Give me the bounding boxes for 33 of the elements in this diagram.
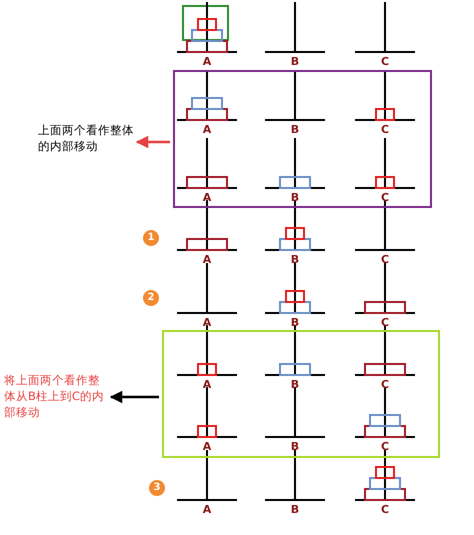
peg-label: B — [290, 124, 300, 136]
peg-label: C — [380, 441, 390, 453]
peg-label: A — [202, 56, 212, 68]
peg-label: B — [290, 441, 300, 453]
arrow — [110, 390, 159, 404]
group-frame — [173, 70, 432, 208]
step-number: 3 — [149, 480, 165, 496]
peg-label: B — [290, 379, 300, 391]
peg-label: B — [290, 56, 300, 68]
peg-label: B — [290, 317, 300, 329]
note-text: 上面两个看作整体的内部移动 — [38, 122, 134, 154]
peg-label: A — [202, 379, 212, 391]
peg-label: B — [290, 504, 300, 516]
note-text: 将上面两个看作整体从B柱上到C的内部移动 — [4, 372, 108, 420]
peg-label: C — [380, 124, 390, 136]
peg-label: A — [202, 317, 212, 329]
peg-label: C — [380, 192, 390, 204]
peg-label: C — [380, 56, 390, 68]
peg-label: C — [380, 379, 390, 391]
peg-label: A — [202, 441, 212, 453]
peg-label: A — [202, 124, 212, 136]
step-number: 1 — [143, 230, 159, 246]
peg-label: C — [380, 317, 390, 329]
step-number: 2 — [143, 290, 159, 306]
peg-label: A — [202, 504, 212, 516]
peg-label: C — [380, 254, 390, 266]
peg-label: C — [380, 504, 390, 516]
group-frame — [162, 330, 440, 458]
arrow — [136, 136, 170, 148]
peg-label: B — [290, 192, 300, 204]
peg-label: A — [202, 254, 212, 266]
peg-label: A — [202, 192, 212, 204]
peg-label: B — [290, 254, 300, 266]
